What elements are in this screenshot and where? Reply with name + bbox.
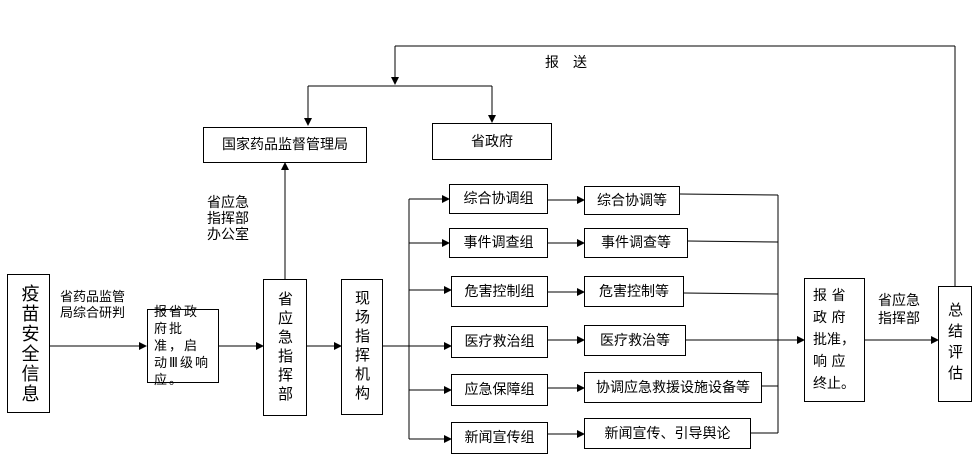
node-provincial-government: 省政府 <box>432 123 552 160</box>
group-label: 医疗救治组 <box>464 334 535 350</box>
task-box-publicity: 新闻宣传、引导舆论 <box>584 418 751 449</box>
label-prov-hq-office: 省应急 指挥部 办公室 <box>207 195 249 243</box>
group-label: 应急保障组 <box>464 382 535 398</box>
task-box-coordination: 综合协调等 <box>584 186 680 215</box>
task-label: 事件调查等 <box>601 235 671 251</box>
node-report-approve: 报省政府批准，启动Ⅲ级响应。 <box>147 305 219 388</box>
task-label: 综合协调等 <box>597 192 667 209</box>
node-nmpa-label: 国家药品监督管理局 <box>222 137 348 153</box>
node-onsite-command-label: 现场指挥机构 <box>353 290 371 404</box>
group-box-coordination: 综合协调组 <box>449 184 548 214</box>
label-prov-hq: 省应急 指挥部 <box>878 293 920 327</box>
node-end-response: 报 省 政 府 批准， 响 应 终止。 <box>804 278 865 402</box>
node-nmpa: 国家药品监督管理局 <box>203 127 367 163</box>
task-label: 医疗救治等 <box>600 332 670 349</box>
node-summary-evaluation-label: 总结评估 <box>946 302 964 386</box>
node-vaccine-safety-info: 疫苗安全信息 <box>7 274 50 413</box>
node-summary-evaluation: 总结评估 <box>938 286 972 402</box>
node-provincial-government-label: 省政府 <box>471 133 513 150</box>
group-box-medical-treatment: 医疗救治组 <box>451 326 548 358</box>
group-box-emergency-support: 应急保障组 <box>451 374 548 406</box>
task-label: 危害控制等 <box>599 283 669 300</box>
group-label: 事件调查组 <box>463 235 534 251</box>
label-prov-fda-assessment: 省药品监管 局综合研判 <box>60 290 126 321</box>
group-label: 综合协调组 <box>463 191 534 207</box>
node-provincial-hq-label: 省应急指挥部 <box>276 290 294 405</box>
node-end-response-label: 报 省 政 府 批准， 响 应 终止。 <box>813 288 855 392</box>
task-label: 新闻宣传、引导舆论 <box>604 425 731 442</box>
node-report-approve-label: 报省政府批准，启动Ⅲ级响应。 <box>154 304 210 388</box>
node-vaccine-safety-info-label: 疫苗安全信息 <box>18 283 40 404</box>
task-box-hazard-control: 危害控制等 <box>584 276 684 307</box>
group-box-investigation: 事件调查组 <box>449 228 548 258</box>
group-label: 危害控制组 <box>464 283 535 300</box>
task-box-medical-treatment: 医疗救治等 <box>584 325 686 356</box>
node-provincial-hq: 省应急指挥部 <box>263 279 307 416</box>
task-box-investigation: 事件调查等 <box>584 228 688 258</box>
group-box-publicity: 新闻宣传组 <box>451 422 548 454</box>
group-box-hazard-control: 危害控制组 <box>451 276 548 307</box>
group-label: 新闻宣传组 <box>464 430 535 446</box>
label-report-send: 报 送 <box>545 55 587 71</box>
node-onsite-command: 现场指挥机构 <box>341 279 383 415</box>
task-label: 协调应急救援设施设备等 <box>596 379 750 396</box>
task-box-emergency-support: 协调应急救援设施设备等 <box>584 372 762 403</box>
